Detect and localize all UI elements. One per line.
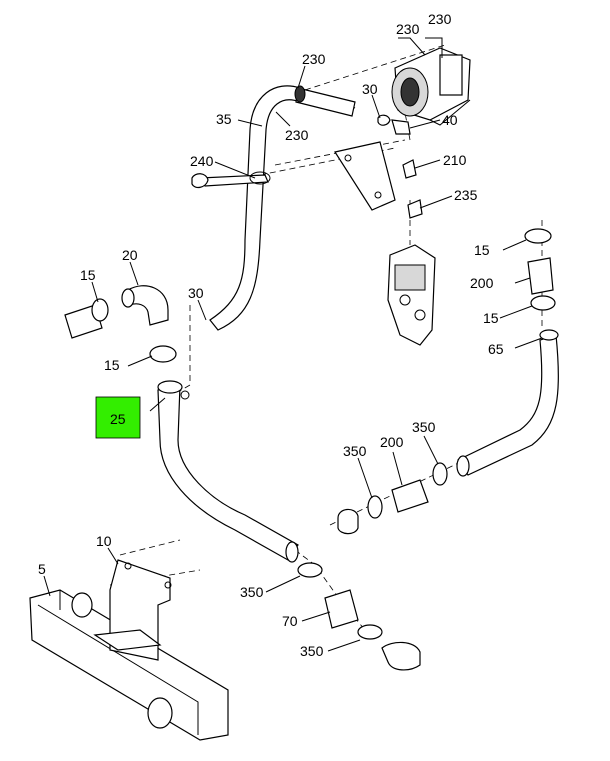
callout-15: 15	[104, 357, 120, 373]
callout-350: 350	[412, 419, 436, 435]
callout-15: 15	[474, 242, 490, 258]
callout-235: 235	[454, 187, 478, 203]
hose-35	[209, 85, 356, 331]
cooler-5	[29, 559, 229, 741]
callout-40: 40	[442, 112, 458, 128]
highlight-callout-25[interactable]: 25	[95, 396, 141, 439]
callout-230: 230	[396, 21, 420, 37]
callout-15: 15	[80, 267, 96, 283]
clamp-230-upper	[294, 85, 306, 103]
compressor-upper	[391, 47, 471, 126]
callout-350: 350	[300, 643, 324, 659]
callout-230: 230	[302, 51, 326, 67]
callout-10: 10	[96, 533, 112, 549]
fittings-right	[377, 114, 423, 219]
coupling-200	[337, 462, 448, 535]
compressor-lower	[387, 244, 436, 346]
callout-labels: 230 230 230 230 30 40 35 240 210 235 20 …	[38, 11, 504, 659]
highlight-box[interactable]	[95, 396, 141, 439]
callout-65: 65	[488, 341, 504, 357]
callout-200: 200	[470, 275, 494, 291]
callout-30: 30	[188, 285, 204, 301]
callout-230: 230	[428, 11, 452, 27]
bracket-240	[191, 141, 396, 211]
phantom-lines	[109, 44, 543, 631]
elbow-20	[64, 285, 177, 363]
callout-35: 35	[216, 111, 232, 127]
callout-70: 70	[282, 613, 298, 629]
leader-lines	[43, 37, 543, 652]
callout-20: 20	[122, 247, 138, 263]
callout-25: 25	[110, 411, 126, 427]
hose-65	[456, 228, 560, 477]
callout-30: 30	[362, 81, 378, 97]
callout-200: 200	[380, 434, 404, 450]
callout-240: 240	[190, 153, 214, 169]
callout-5: 5	[38, 561, 46, 577]
coupling-70	[297, 562, 421, 671]
callout-350: 350	[343, 443, 367, 459]
callout-350: 350	[240, 584, 264, 600]
hose-25	[157, 380, 299, 563]
callout-15: 15	[483, 310, 499, 326]
callout-230: 230	[285, 127, 309, 143]
callout-210: 210	[443, 152, 467, 168]
